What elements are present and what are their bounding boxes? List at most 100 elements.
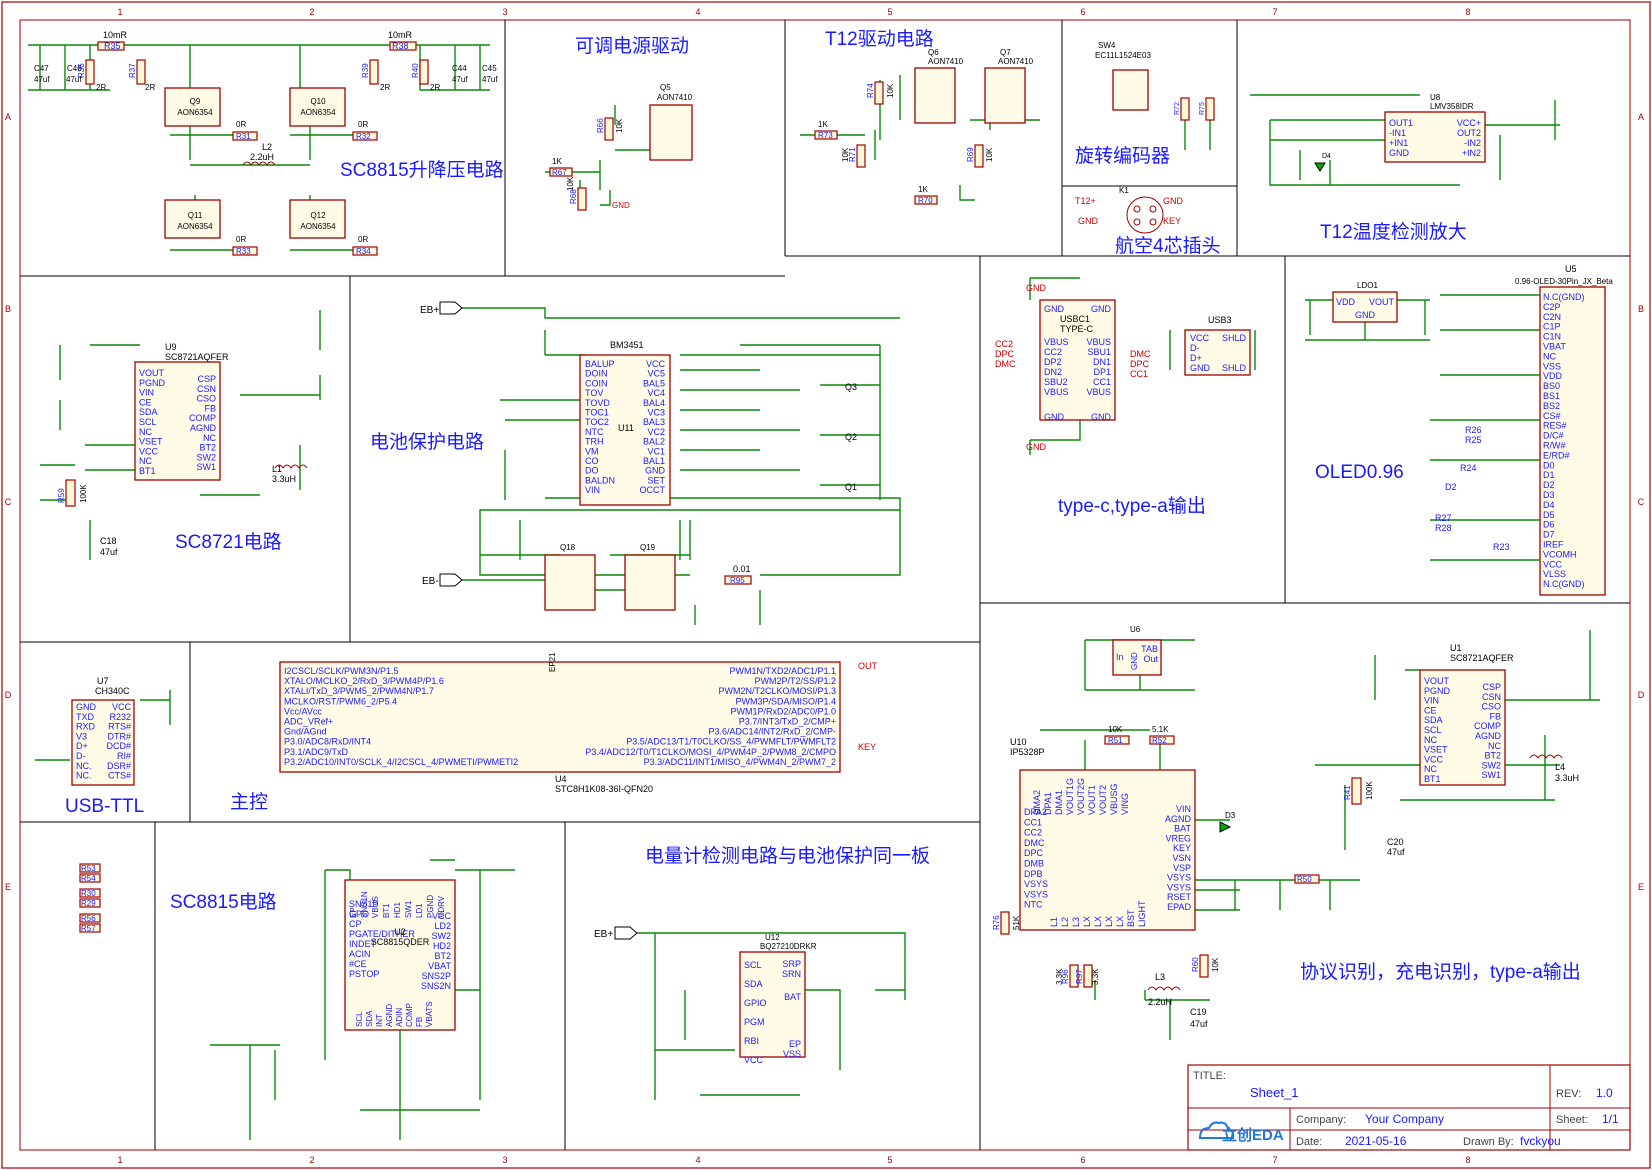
- r52-ref: R52: [1152, 736, 1167, 745]
- r74-val: 10K: [886, 83, 895, 98]
- c47-ref: C47: [34, 64, 49, 73]
- u9-pin-label: BT2: [199, 443, 216, 453]
- r39-val: 2R: [380, 83, 390, 92]
- u7-pin-label: RI#: [117, 751, 131, 761]
- mosfet-q10: [289, 87, 346, 127]
- c47-val: 47uf: [34, 75, 50, 84]
- tb-company: Your Company: [1365, 1112, 1444, 1126]
- u4-pin-label: P3.4/ADC12/T0/T1CLKO/MOSI_4/PWM4P_2/PWM8…: [585, 747, 836, 757]
- sw4-part: EC11L1524E03: [1095, 51, 1151, 60]
- usbc1-pin-label: VBUS: [1086, 337, 1111, 347]
- resistor-r33: [232, 246, 258, 256]
- u8-pin-label: +IN2: [1462, 148, 1481, 158]
- u11-pin-label: TOV: [585, 388, 603, 398]
- q12-part: AON6354: [300, 222, 336, 231]
- resistor-r34: [352, 246, 378, 256]
- u4-pin-label: PWM1N/TXD2/ADC1/P1.1: [729, 666, 836, 676]
- r73-val: 1K: [818, 120, 828, 129]
- ldo1-pin-label: VDD: [1336, 297, 1356, 307]
- u1-pin-label: AGND: [1475, 731, 1502, 741]
- resistor-r69: [974, 144, 984, 168]
- u2-pin-label: PGND: [426, 895, 435, 918]
- row-mark: C: [5, 497, 12, 507]
- u5-pin-label: C2N: [1543, 312, 1561, 322]
- sw4-ref: SW4: [1098, 41, 1116, 50]
- resistor-r41: [1351, 777, 1362, 805]
- r35-val: 10mR: [103, 30, 128, 40]
- u7-pin-label: DSR#: [107, 761, 131, 771]
- r60-val: 10K: [1211, 957, 1220, 972]
- u11-pin-label: TOC2: [585, 417, 609, 427]
- u1-pin-label: SCL: [1424, 725, 1442, 735]
- resistor-r52: [1149, 735, 1175, 745]
- u2-pin-label: BT2: [434, 951, 451, 961]
- u5-pin-label: RES#: [1543, 421, 1567, 431]
- u8-pin-label: VCC+: [1457, 118, 1481, 128]
- col-mark: 7: [1272, 7, 1277, 17]
- u11-pin-label: NTC: [585, 427, 604, 437]
- u7-pin-label: NC.: [76, 761, 92, 771]
- ebplus-label: EB+: [420, 305, 439, 316]
- u12-pin-label: SRP: [782, 959, 801, 969]
- block-title-sc8815-buckboost: SC8815升降压电路: [340, 159, 504, 181]
- c19-ref: C19: [1190, 1007, 1207, 1017]
- c44-ref: C44: [452, 64, 467, 73]
- resistor-r40: [419, 59, 429, 85]
- row-mark: E: [5, 882, 11, 892]
- inductor-l2: [242, 161, 276, 166]
- u5-ref: U5: [1565, 264, 1577, 274]
- r70-ref: R70: [918, 196, 933, 205]
- u2-pin-label: INT: [375, 1014, 384, 1027]
- u8-pin-label: -IN1: [1389, 128, 1406, 138]
- u5-pin-label: NC: [1543, 351, 1556, 361]
- block-title-protocol: 协议识别，充电识别，type-a输出: [1300, 961, 1581, 983]
- q9-ref: Q9: [190, 97, 201, 106]
- r96-ref: R96: [1061, 969, 1070, 984]
- resistor-r67: [549, 167, 573, 177]
- u11-pin-label: DOIN: [585, 369, 608, 379]
- inner-frame: [19, 19, 1631, 1151]
- q9-part: AON6354: [177, 108, 213, 117]
- pullup-resistors: R53 R54 R30 R29 R56 R57: [79, 863, 101, 933]
- u10-pin-label: DMB: [1024, 859, 1044, 869]
- u6-ref: U6: [1130, 625, 1141, 634]
- r34-val: 0R: [358, 235, 368, 244]
- u11-pin-label: BAL1: [643, 456, 665, 466]
- u5-pin-label: BS1: [1543, 391, 1560, 401]
- resistor-r51: [1104, 735, 1130, 745]
- usb3-pin-label: D-: [1190, 343, 1200, 353]
- r31-val: 0R: [236, 120, 246, 129]
- r68-val: 10K: [566, 176, 575, 191]
- r71-ref: R71: [848, 147, 857, 162]
- r41-val: 100K: [1365, 781, 1374, 800]
- u12-pin-label: PGM: [744, 1017, 765, 1027]
- u12-part: BQ27210DRKR: [760, 942, 817, 951]
- usbc1-pin-label: VBUS: [1044, 337, 1069, 347]
- u9-pin-label: AGND: [190, 423, 217, 433]
- mosfet-q18: [544, 554, 596, 611]
- r73-ref: R73: [818, 131, 833, 140]
- r40-val: 2R: [430, 83, 440, 92]
- u1-pin-label: CSO: [1481, 702, 1501, 712]
- r35-ref: R35: [104, 41, 121, 51]
- u9-ref: U9: [165, 342, 177, 352]
- block-title-rotary: 旋转编码器: [1075, 145, 1170, 167]
- q12-ref: Q12: [310, 211, 326, 220]
- r33-ref: R33: [236, 247, 251, 256]
- u2-pin-label: VBATS: [425, 1001, 434, 1027]
- l3-ref: L3: [1155, 972, 1165, 982]
- u10-pin-label: VOUT2: [1098, 785, 1108, 815]
- u10-pin-label: VSYS: [1167, 873, 1191, 883]
- resistor-r70: [914, 195, 938, 205]
- tb-sheet-label: Sheet:: [1556, 1114, 1588, 1126]
- u9-pin-label: SCL: [139, 417, 157, 427]
- ic-u10-ip5328p: [1019, 769, 1196, 931]
- u12-pin-label: VCC: [744, 1055, 764, 1065]
- u11-pin-label: SET: [647, 475, 665, 485]
- resistor-r38: [389, 41, 417, 51]
- ic-u12-bq27210: [739, 951, 806, 1058]
- u9-pin-label: CSP: [197, 374, 216, 384]
- q11-part: AON6354: [177, 222, 213, 231]
- connector-usbc1: [1039, 299, 1116, 421]
